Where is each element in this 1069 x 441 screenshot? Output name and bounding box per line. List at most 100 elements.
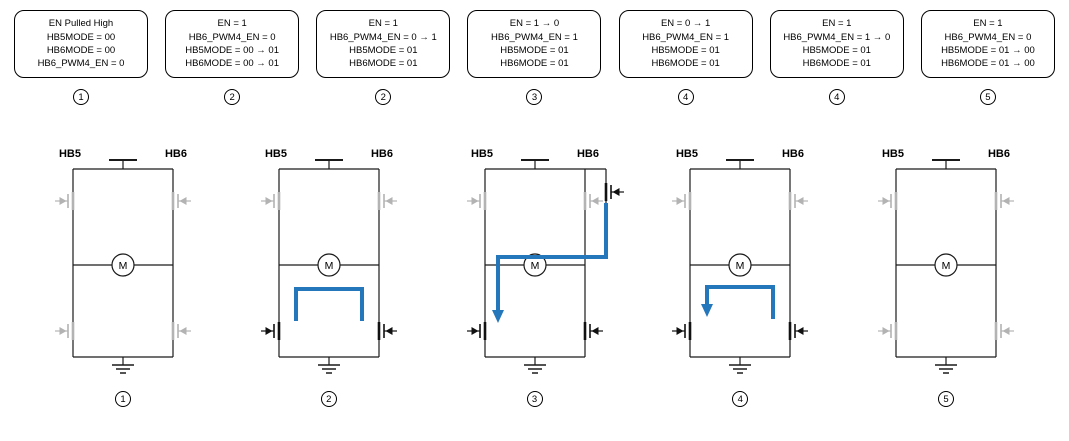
hb6-high-side-fet [171,192,191,210]
state-line: HB6MODE = 01 → 00 [941,58,1035,70]
hb6-label: HB6 [988,148,1010,160]
step-number-badge: 5 [979,89,996,105]
state-step-column-6: EN = 1 HB6_PWM4_EN = 1 → 0 HB5MODE = 01 … [769,10,904,105]
hb5-low-side-fet [672,322,692,340]
ground-symbol [317,357,340,374]
state-line: HB5MODE = 01 [500,45,569,56]
hb5-label: HB5 [676,148,698,160]
motor-circle [111,253,135,277]
hb6-high-side-fet [583,192,603,210]
ground-symbol [935,357,957,374]
state-box: EN Pulled High HB5MODE = 00 HB6MODE = 00… [14,10,148,78]
state-box: EN = 1 HB6_PWM4_EN = 0 → 1 HB5MODE = 01 … [316,10,451,78]
state-line: HB6MODE = 01 [802,58,871,70]
state-line: HB6_PWM4_EN = 1 [642,31,730,43]
state-box: EN = 1 HB6_PWM4_EN = 0 HB5MODE = 00 → 01… [165,10,300,78]
state-step-column-3: EN = 1 HB6_PWM4_EN = 0 → 1 HB5MODE = 01 … [316,10,451,105]
hb6-label: HB6 [165,148,187,160]
hbridge-circuit-svg: HB5 HB6M [672,148,809,374]
motor-label: M [942,260,951,272]
hb6-low-side-fet [994,322,1014,340]
state-line: HB6_PWM4_EN = 1 → 0 [783,31,891,43]
state-box: EN = 0 → 1 HB6_PWM4_EN = 1 HB5MODE = 01 … [618,10,753,78]
motor-circle [728,253,752,277]
hb6-low-side-fet [171,322,191,340]
step-number-badge: 3 [526,391,543,407]
state-line: HB6MODE = 01 [500,58,569,70]
motor-label: M [530,260,539,272]
state-box-row: EN Pulled High HB5MODE = 00 HB6MODE = 00… [0,0,1069,105]
hb5-high-side-fet [260,192,281,210]
state-line: HB5MODE = 01 [802,45,871,56]
state-line: HB5MODE = 01 [349,45,418,56]
step-number-badge: 1 [115,391,131,407]
hb5-label: HB5 [882,148,904,160]
state-box: EN = 1 → 0 HB6_PWM4_EN = 1 HB5MODE = 01 … [467,10,602,78]
state-line: HB6_PWM4_EN = 0 → 1 [329,31,437,43]
hbridge-circuit-svg: HB5 HB6M [878,148,1014,374]
state-line: HB6_PWM4_EN = 0 [188,31,276,43]
step-number-badge: 4 [828,89,845,105]
state-line: EN = 0 → 1 [660,18,711,30]
ground-symbol [112,357,134,374]
state-step-column-1: EN Pulled High HB5MODE = 00 HB6MODE = 00… [14,10,148,105]
hb5-low-side-fet [466,322,486,340]
step-number-badge: 5 [938,391,954,407]
state-line: EN Pulled High [48,18,114,30]
state-line: EN = 1 [368,18,398,30]
state-line: HB5MODE = 00 [46,31,116,43]
hb5-low-side-fet [878,322,898,340]
hb5-label: HB5 [59,148,81,160]
hbridge-circuit-svg: HB5 HB6M [260,148,397,374]
hb5-high-side-fet [55,192,75,210]
state-step-column-2: EN = 1 HB6_PWM4_EN = 0 HB5MODE = 00 → 01… [165,10,300,105]
hb5-high-side-fet [672,192,692,210]
current-path [705,285,776,319]
hb5-high-side-fet [878,192,898,210]
hb5-high-side-fet [466,192,486,210]
hb6-label: HB6 [782,148,804,160]
step-number-badge: 2 [224,89,241,105]
hb6-low-side-fet [788,322,809,340]
step-number-badge: 1 [73,89,89,105]
current-arrowhead [491,310,504,323]
motor-label: M [119,260,128,272]
state-line: HB5MODE = 00 → 01 [185,45,280,56]
state-line: HB6MODE = 01 [349,58,418,70]
hb6-label: HB6 [371,148,393,160]
state-step-column-4: EN = 1 → 0 HB6_PWM4_EN = 1 HB5MODE = 01 … [467,10,602,105]
state-line: EN = 1 → 0 [509,18,560,30]
ground-symbol [729,357,752,374]
state-line: HB6MODE = 00 [46,45,116,56]
current-arrowhead [701,304,714,317]
state-line: HB6_PWM4_EN = 0 [944,31,1032,43]
state-line: EN = 1 [822,18,852,30]
state-line: HB6MODE = 01 [651,58,720,70]
state-line: HB5MODE = 01 → 00 [941,45,1035,56]
hb6-pwm4-fet [604,183,624,201]
state-line: HB6_PWM4_EN = 1 [491,31,578,43]
step-number-badge: 2 [320,391,337,407]
hb5-low-side-fet [260,322,281,340]
state-line: EN = 1 [973,18,1003,30]
hb6-low-side-fet [377,322,397,340]
state-line: HB6MODE = 00 → 01 [185,58,280,70]
step-number-badge: 3 [526,89,543,105]
hb6-high-side-fet [994,192,1014,210]
motor-label: M [324,260,333,272]
step-number-badge: 2 [375,89,392,105]
hb6-label: HB6 [576,148,598,160]
hb5-label: HB5 [265,148,287,160]
ground-symbol [523,357,546,374]
hb6-high-side-fet [377,192,397,210]
motor-label: M [736,260,745,272]
step-number-badge: 4 [677,89,694,105]
state-line: HB5MODE = 01 [651,45,720,56]
motor-circle [934,253,958,277]
